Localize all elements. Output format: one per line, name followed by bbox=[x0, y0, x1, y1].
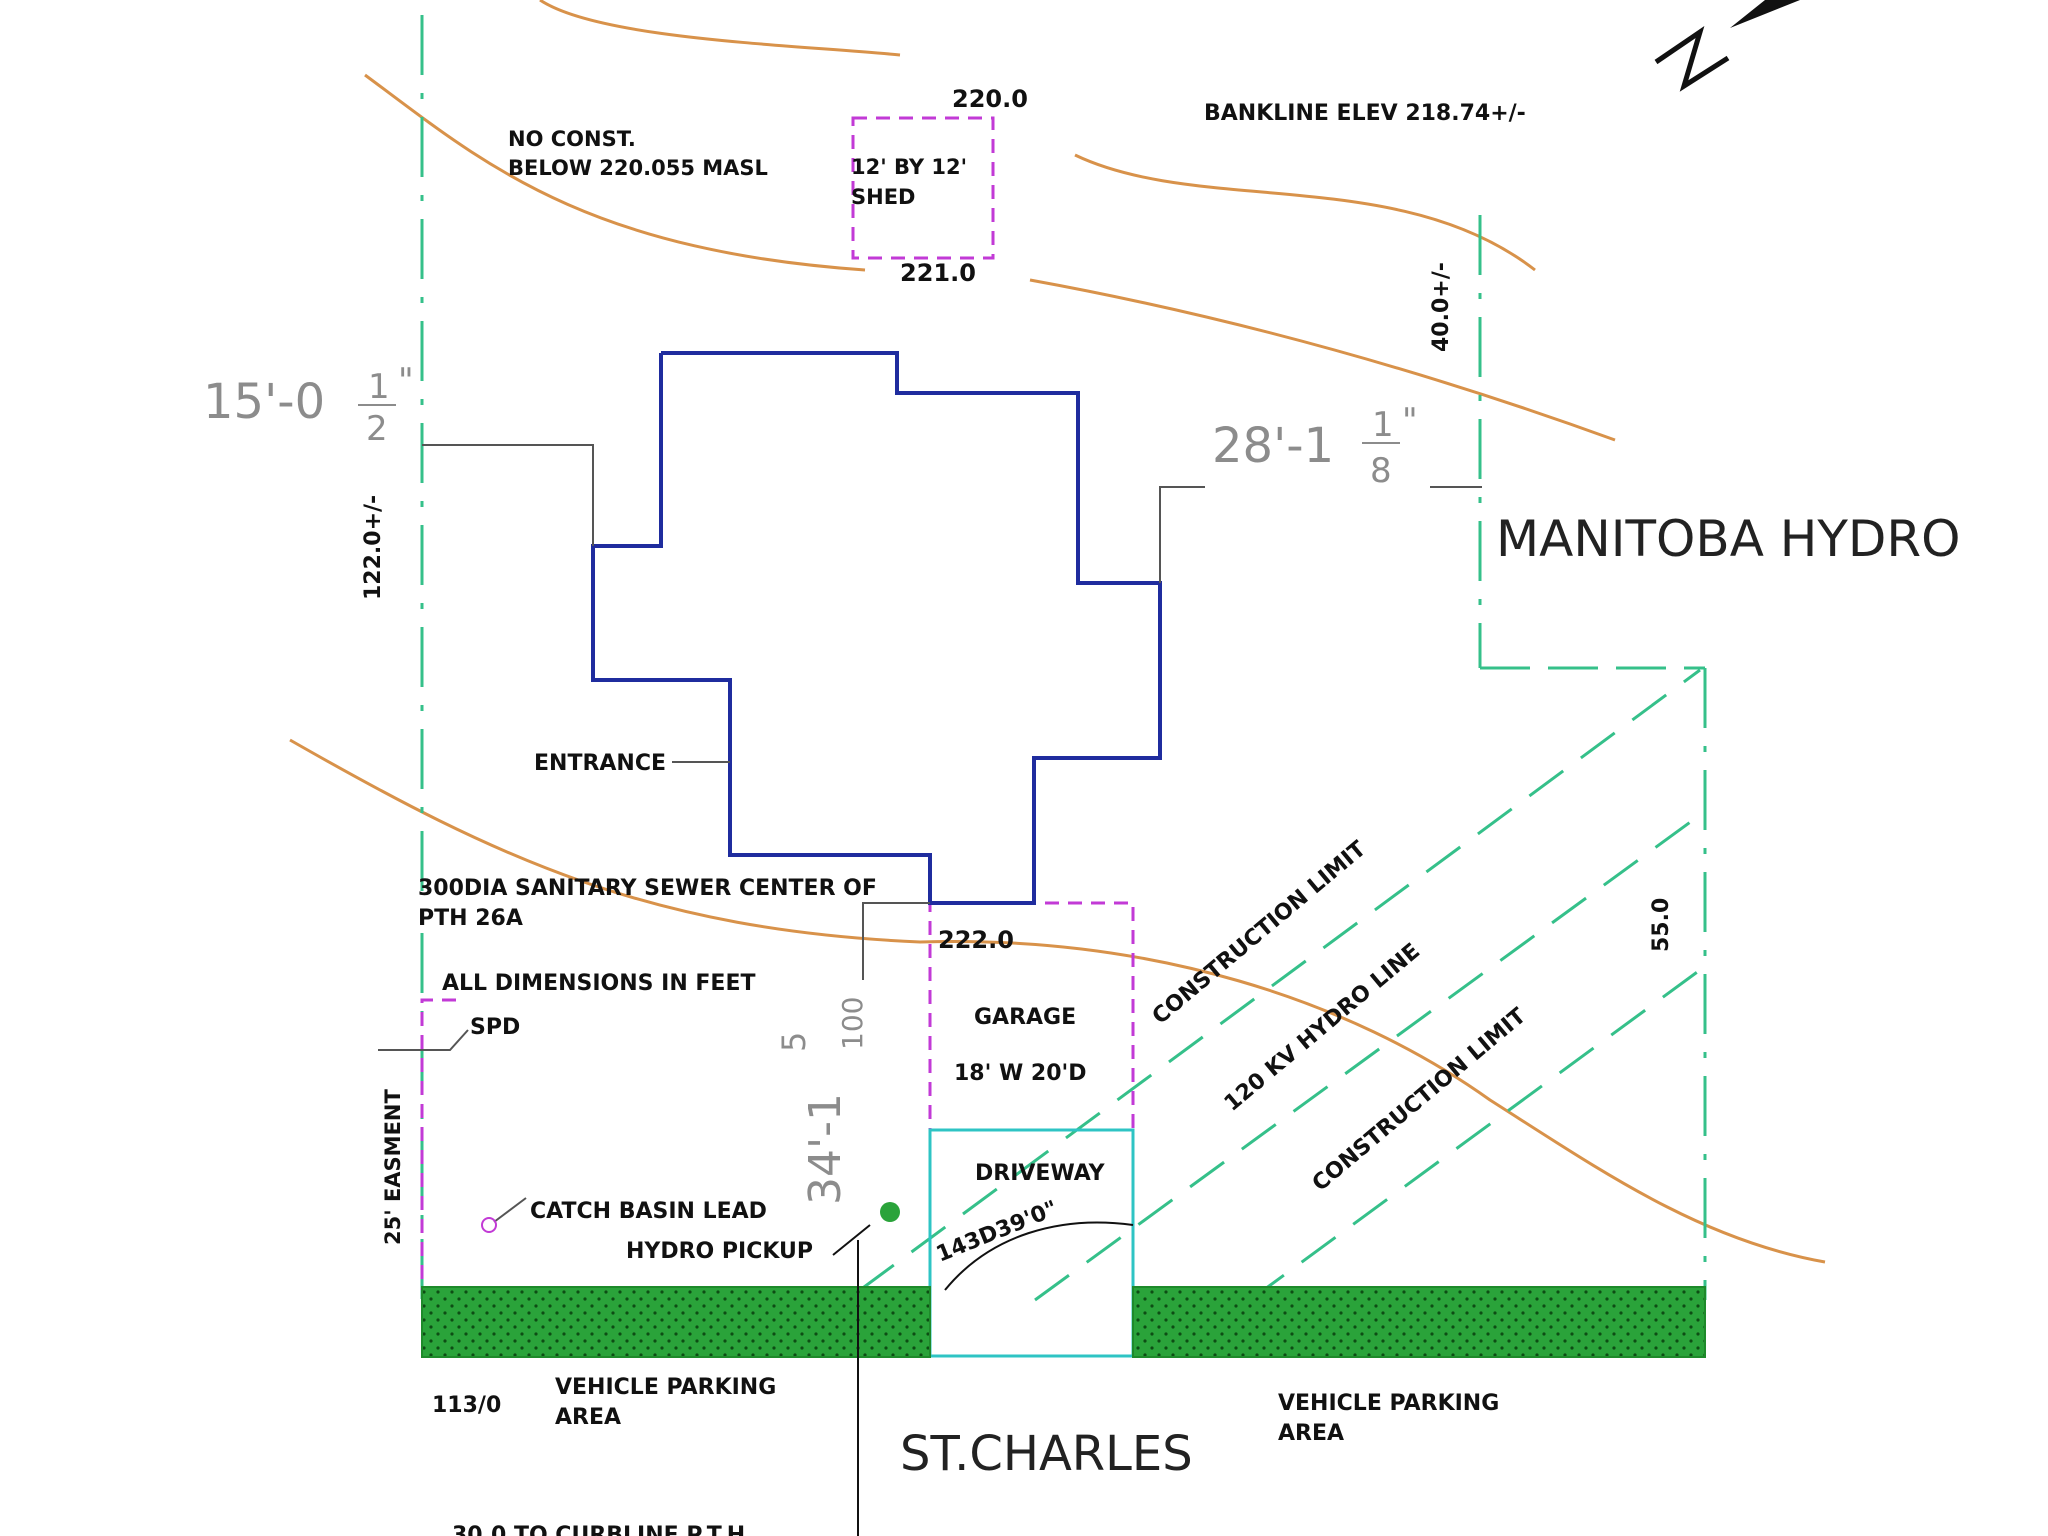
construction-limit-line-2 bbox=[1249, 968, 1701, 1302]
parking-left-label-line1: VEHICLE PARKING bbox=[555, 1375, 776, 1400]
grass-strip-right bbox=[1132, 1286, 1706, 1358]
right-setback-inch-mark: " bbox=[1402, 401, 1418, 441]
hydro-pickup-label: HYDRO PICKUP bbox=[626, 1239, 813, 1264]
sewer-label-line1: 300DIA SANITARY SEWER CENTER OF bbox=[418, 876, 877, 901]
front-setback-dim-line bbox=[862, 902, 930, 980]
shed-label-line1: 12' BY 12' bbox=[851, 155, 967, 179]
house-footprint bbox=[591, 351, 1162, 905]
left-setback-fraction-num: 1 bbox=[368, 367, 390, 407]
entrance-label: ENTRANCE bbox=[534, 751, 666, 776]
elevation-222-label: 222.0 bbox=[938, 926, 1014, 954]
sewer-label-line2: PTH 26A bbox=[418, 906, 523, 931]
shed-outline bbox=[851, 116, 995, 260]
bankline-label: BANKLINE ELEV 218.74+/- bbox=[1204, 101, 1526, 126]
shed-label-line2: SHED bbox=[851, 185, 915, 209]
right-setback-dim-line bbox=[1159, 486, 1205, 583]
catch-basin-icon bbox=[481, 1217, 497, 1233]
contour-221-right bbox=[1029, 278, 1616, 442]
contour-221-left bbox=[364, 73, 866, 272]
front-setback-dimension: 34'-1 bbox=[800, 1093, 851, 1205]
depth-40-label: 40.0+/- bbox=[1429, 262, 1454, 352]
depth-122-label: 122.0+/- bbox=[361, 495, 386, 600]
right-setback-dimension: 28'-1 bbox=[1212, 418, 1334, 474]
garage-label-line2: 18' W 20'D bbox=[954, 1061, 1087, 1086]
elevation-221-label: 221.0 bbox=[900, 259, 976, 287]
manitoba-hydro-label: MANITOBA HYDRO bbox=[1496, 510, 1961, 568]
driveway-outline bbox=[928, 1128, 1135, 1358]
easement-outline bbox=[420, 998, 456, 1290]
contour-bankline bbox=[1074, 153, 1536, 272]
angle-label: 143D39'0" bbox=[933, 1196, 1061, 1267]
north-arrow-icon bbox=[1654, 0, 1800, 92]
spd-label: SPD bbox=[470, 1015, 520, 1040]
catch-basin-label: CATCH BASIN LEAD bbox=[530, 1199, 767, 1224]
hydro-easement-lines bbox=[859, 668, 1701, 1302]
construction-limit-line-1 bbox=[859, 668, 1701, 1292]
spd-leader bbox=[378, 1029, 469, 1051]
contour-220 bbox=[539, 0, 901, 57]
hydro-pickup-icon bbox=[880, 1202, 900, 1222]
parking-left-label-line2: AREA bbox=[555, 1405, 621, 1430]
dimension-lines bbox=[378, 444, 1482, 1536]
catch-basin-leader bbox=[493, 1197, 527, 1223]
angle-arc bbox=[944, 1221, 1134, 1291]
front-setback-fraction: 5 bbox=[775, 1032, 813, 1052]
right-setback-fraction-den: 8 bbox=[1370, 451, 1392, 491]
left-setback-inch-mark: " bbox=[398, 361, 414, 401]
left-setback-dim-line bbox=[422, 444, 594, 546]
garage-label-line1: GARAGE bbox=[974, 1005, 1076, 1030]
frontage-113-label: 113/0 bbox=[432, 1393, 501, 1418]
left-setback-fraction-den: 2 bbox=[366, 409, 388, 449]
parking-right-label-line2: AREA bbox=[1278, 1421, 1344, 1446]
grass-strip-left bbox=[421, 1286, 931, 1358]
front-setback-extra: 100 bbox=[836, 997, 869, 1050]
curbline-label: 30.0 TO CURBLINE P.T.H bbox=[452, 1523, 745, 1536]
no-const-label-line1: NO CONST. bbox=[508, 127, 636, 151]
construction-limit-label-2: CONSTRUCTION LIMIT bbox=[1308, 1004, 1531, 1197]
parking-right-label-line1: VEHICLE PARKING bbox=[1278, 1391, 1499, 1416]
hydro-line bbox=[1034, 813, 1701, 1302]
width-55-label: 55.0 bbox=[1649, 898, 1674, 952]
all-dimensions-label: ALL DIMENSIONS IN FEET bbox=[442, 971, 756, 996]
right-setback-fraction-num: 1 bbox=[1372, 405, 1394, 445]
contour-lines bbox=[289, 0, 1826, 1264]
contour-222 bbox=[289, 738, 1826, 1264]
driveway-label: DRIVEWAY bbox=[975, 1161, 1106, 1186]
street-name-label: ST.CHARLES bbox=[900, 1426, 1193, 1482]
north-letter-label: N bbox=[1664, 19, 1666, 21]
easement-label: 25' EASMENT bbox=[381, 1088, 405, 1245]
left-setback-dimension: 15'-0 bbox=[203, 374, 325, 430]
no-const-label-line2: BELOW 220.055 MASL bbox=[508, 156, 768, 180]
pickup-leader bbox=[832, 1224, 871, 1256]
elevation-220-label: 220.0 bbox=[952, 85, 1028, 113]
